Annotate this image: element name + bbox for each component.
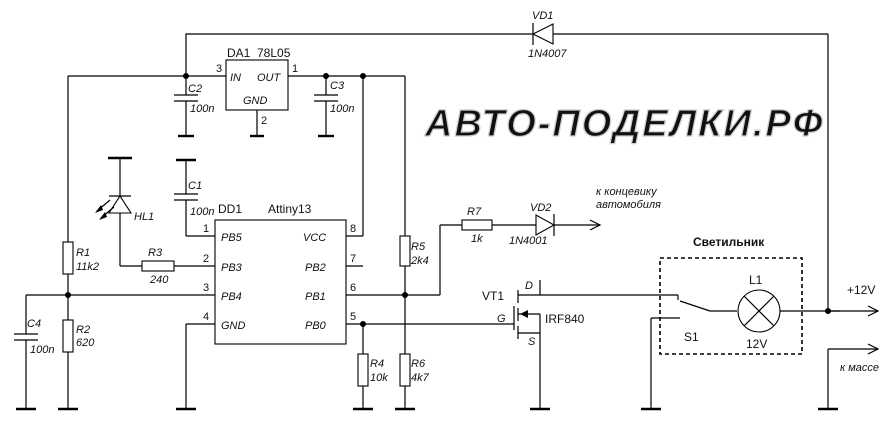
resistor-r7: R7 1k [461, 206, 536, 245]
dd1-pin-name-3: PB4 [221, 291, 242, 303]
da1-pin-in: IN [230, 72, 241, 84]
r1-ref: R1 [76, 247, 90, 259]
led-hl1: HL1 [95, 156, 154, 267]
resistor-r1: R1 11k2 [62, 241, 99, 320]
dd1-pin-name-2: PB3 [221, 262, 243, 274]
r3-value: 240 [149, 274, 169, 286]
courtesy-label-line1: к концевику [596, 186, 658, 198]
r1-value: 11k2 [76, 261, 99, 273]
lamp-box: Светильник S1 L1 12V [641, 235, 840, 411]
vt1-value: IRF840 [545, 312, 585, 326]
lamp-box-label: Светильник [693, 235, 765, 249]
plus12-terminal: +12V [825, 283, 880, 317]
top-rail [185, 33, 829, 312]
vt1-drain: D [525, 280, 533, 292]
vt1-source: S [528, 336, 536, 348]
dd1-pin-num-4: 4 [203, 311, 209, 323]
l1-ref: L1 [749, 273, 763, 287]
pb4-net [26, 292, 215, 298]
c2-ref: C2 [188, 83, 202, 95]
hl1-ref: HL1 [134, 211, 154, 223]
resistor-r5: R5 2k4 [399, 235, 429, 354]
watermark: АВТО-ПОДЕЛКИ.РФ [424, 103, 824, 145]
c1-ref: C1 [188, 180, 202, 192]
vd1-value: 1N4007 [528, 48, 567, 60]
mosfet-vt1: VT1 IRF840 D G S [482, 280, 585, 411]
dd1-pin-name-6: PB1 [305, 291, 326, 303]
da1-pin1-num: 1 [292, 63, 298, 75]
dd1-pin-name-7: PB2 [305, 262, 326, 274]
diode-vd2: VD2 1N4001 [509, 202, 602, 247]
vt1-ref: VT1 [482, 289, 504, 303]
vd2-value: 1N4001 [509, 235, 548, 247]
r2-value: 620 [76, 337, 95, 349]
dd1-pin-name-8: VCC [303, 232, 326, 244]
da1-ref: DA1 [227, 46, 251, 60]
dd1-pin-num-6: 6 [350, 282, 356, 294]
r7-value: 1k [471, 233, 483, 245]
r4-value: 10k [370, 372, 388, 384]
capacitor-c3: C3 100n [314, 76, 354, 138]
c1-value: 100n [190, 206, 214, 218]
vd1-ref: VD1 [532, 10, 553, 22]
courtesy-label-line2: автомобиля [596, 199, 661, 211]
da1-pin3-num: 3 [216, 63, 222, 75]
resistor-r4: R4 10k [353, 353, 388, 411]
dd1-pin-num-3: 3 [203, 282, 209, 294]
r6-ref: R6 [411, 358, 426, 370]
dd1-pin-num-2: 2 [203, 253, 209, 265]
dd1-pin-name-5: PB0 [305, 320, 327, 332]
da1-pin-out: OUT [257, 72, 282, 84]
da1-pin-gnd: GND [243, 95, 268, 107]
r5-ref: R5 [411, 241, 426, 253]
r3-ref: R3 [148, 247, 163, 259]
output-rail [288, 73, 406, 237]
pb0-net [346, 321, 514, 354]
da1-value: 78L05 [257, 46, 291, 60]
ground-terminal: к массе [818, 343, 880, 411]
dd1-pin-name-1: PB5 [221, 232, 243, 244]
ground-label: к массе [840, 362, 879, 374]
vt1-gate: G [497, 313, 506, 325]
diode-vd1: VD1 1N4007 [528, 10, 567, 60]
dd1-pin-num-1: 1 [203, 223, 209, 235]
c4-ref: C4 [27, 318, 41, 330]
l1-value: 12V [746, 337, 767, 351]
dd1-pin-name-4: GND [221, 320, 246, 332]
s1-ref: S1 [684, 330, 699, 344]
resistor-r3: R3 240 [141, 247, 215, 286]
c3-ref: C3 [330, 80, 345, 92]
dd1-pin-num-7: 7 [350, 253, 356, 265]
dd1-value: Attiny13 [268, 202, 312, 216]
c2-value: 100n [190, 103, 214, 115]
r2-ref: R2 [76, 324, 90, 336]
c4-value: 100n [30, 344, 54, 356]
r5-value: 2k4 [410, 255, 429, 267]
dd1-ref: DD1 [218, 202, 242, 216]
r7-ref: R7 [467, 206, 482, 218]
r4-ref: R4 [370, 358, 384, 370]
capacitor-c1: C1 100n [174, 158, 215, 237]
c3-value: 100n [330, 103, 354, 115]
dd1-pin-num-8: 8 [350, 223, 356, 235]
regulator-da1: DA1 78L05 IN OUT GND 3 1 2 [216, 46, 298, 138]
vd2-ref: VD2 [530, 202, 551, 214]
resistor-r2: R2 620 [58, 319, 95, 411]
da1-pin2-num: 2 [261, 115, 267, 127]
plus12-label: +12V [847, 283, 875, 297]
mcu-dd1: DD1 Attiny13 PB5 PB3 PB4 GND VCC PB2 PB1… [176, 202, 363, 411]
r6-value: 4k7 [411, 372, 430, 384]
resistor-r6: R6 4k7 [395, 353, 430, 411]
capacitor-c2: C2 100n [174, 76, 214, 138]
dd1-pin-num-5: 5 [350, 311, 356, 323]
capacitor-c4: C4 100n [14, 295, 54, 411]
